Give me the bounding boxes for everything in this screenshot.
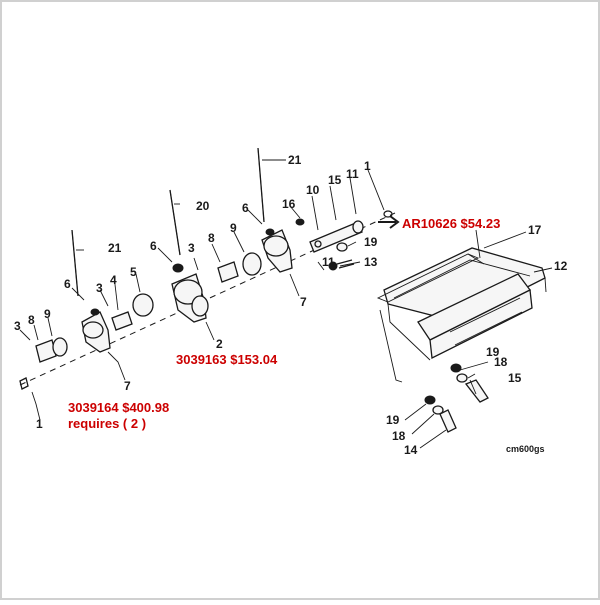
callout-19-left: 19	[386, 413, 400, 427]
pushrod-center	[169, 189, 181, 256]
callout-6-right: 6	[242, 201, 249, 215]
callout-16: 16	[282, 197, 296, 211]
callout-15-top: 15	[328, 173, 342, 187]
washer-11-right	[314, 240, 322, 248]
price-label-ar10626: AR10626 $54.23	[402, 216, 500, 231]
rocker-bracket-center	[171, 273, 209, 323]
washer-19-upper	[336, 242, 348, 252]
pushrod-right	[257, 147, 265, 223]
leader-lines	[19, 159, 553, 449]
callout-9-left: 9	[44, 307, 51, 321]
bushing-left	[35, 337, 68, 363]
callout-11-top: 11	[346, 167, 359, 181]
price-label-requires: requires ( 2 )	[68, 416, 146, 431]
callout-12: 12	[554, 259, 568, 273]
cover-hardware-right	[450, 363, 489, 403]
callout-1-top: 1	[364, 159, 371, 173]
cover-hardware-left	[424, 395, 457, 433]
callout-11-lower: 11	[322, 255, 335, 269]
callout-15-bottom: 15	[508, 371, 522, 385]
shaft-end-plug	[19, 377, 29, 390]
callout-7-left: 7	[124, 379, 131, 393]
callout-13: 13	[364, 255, 378, 269]
callout-21-right: 21	[288, 153, 302, 167]
callout-18-right: 18	[494, 355, 508, 369]
callout-19-upper: 19	[364, 235, 378, 249]
callout-17: 17	[528, 223, 542, 237]
callout-7-right: 7	[300, 295, 307, 309]
callout-8-left: 8	[28, 313, 35, 327]
callout-5: 5	[130, 265, 137, 279]
rocker-arm-left	[81, 308, 111, 353]
pushrod-left	[71, 229, 79, 297]
callout-4: 4	[110, 273, 117, 287]
callout-19-right: 19	[486, 345, 500, 359]
callout-14: 14	[404, 443, 418, 457]
price-label-3039163: 3039163 $153.04	[176, 352, 278, 367]
callout-18-left: 18	[392, 429, 406, 443]
adjusting-nut-center	[172, 263, 184, 273]
shaft-plug-right	[383, 210, 393, 218]
callout-1-bottom: 1	[36, 417, 43, 431]
callout-8-mid: 8	[208, 231, 215, 245]
callout-20: 20	[196, 199, 210, 213]
lock-screw-13	[328, 259, 355, 271]
callout-3-mid-left: 3	[96, 281, 103, 295]
cover-gasket	[376, 253, 485, 383]
bushing-center	[242, 252, 262, 276]
rocker-cover	[383, 247, 547, 361]
price-label-3039164: 3039164 $400.98	[68, 400, 169, 415]
adjusting-nut-right	[295, 218, 305, 226]
rocker-arm-right	[261, 228, 293, 273]
spring-left	[111, 311, 133, 331]
callout-3-mid: 3	[188, 241, 195, 255]
spacer-left	[132, 293, 154, 317]
callout-2: 2	[216, 337, 223, 351]
callout-10: 10	[306, 183, 320, 197]
rocker-shaft	[309, 220, 364, 253]
callout-6-left: 6	[64, 277, 71, 291]
callout-3-left: 3	[14, 319, 21, 333]
callout-9-mid: 9	[230, 221, 237, 235]
spacer-center	[217, 261, 239, 283]
price-arrow	[378, 215, 400, 229]
callout-6-mid: 6	[150, 239, 157, 253]
callout-21-left: 21	[108, 241, 122, 255]
diagram-stamp: cm600gs	[506, 444, 545, 454]
